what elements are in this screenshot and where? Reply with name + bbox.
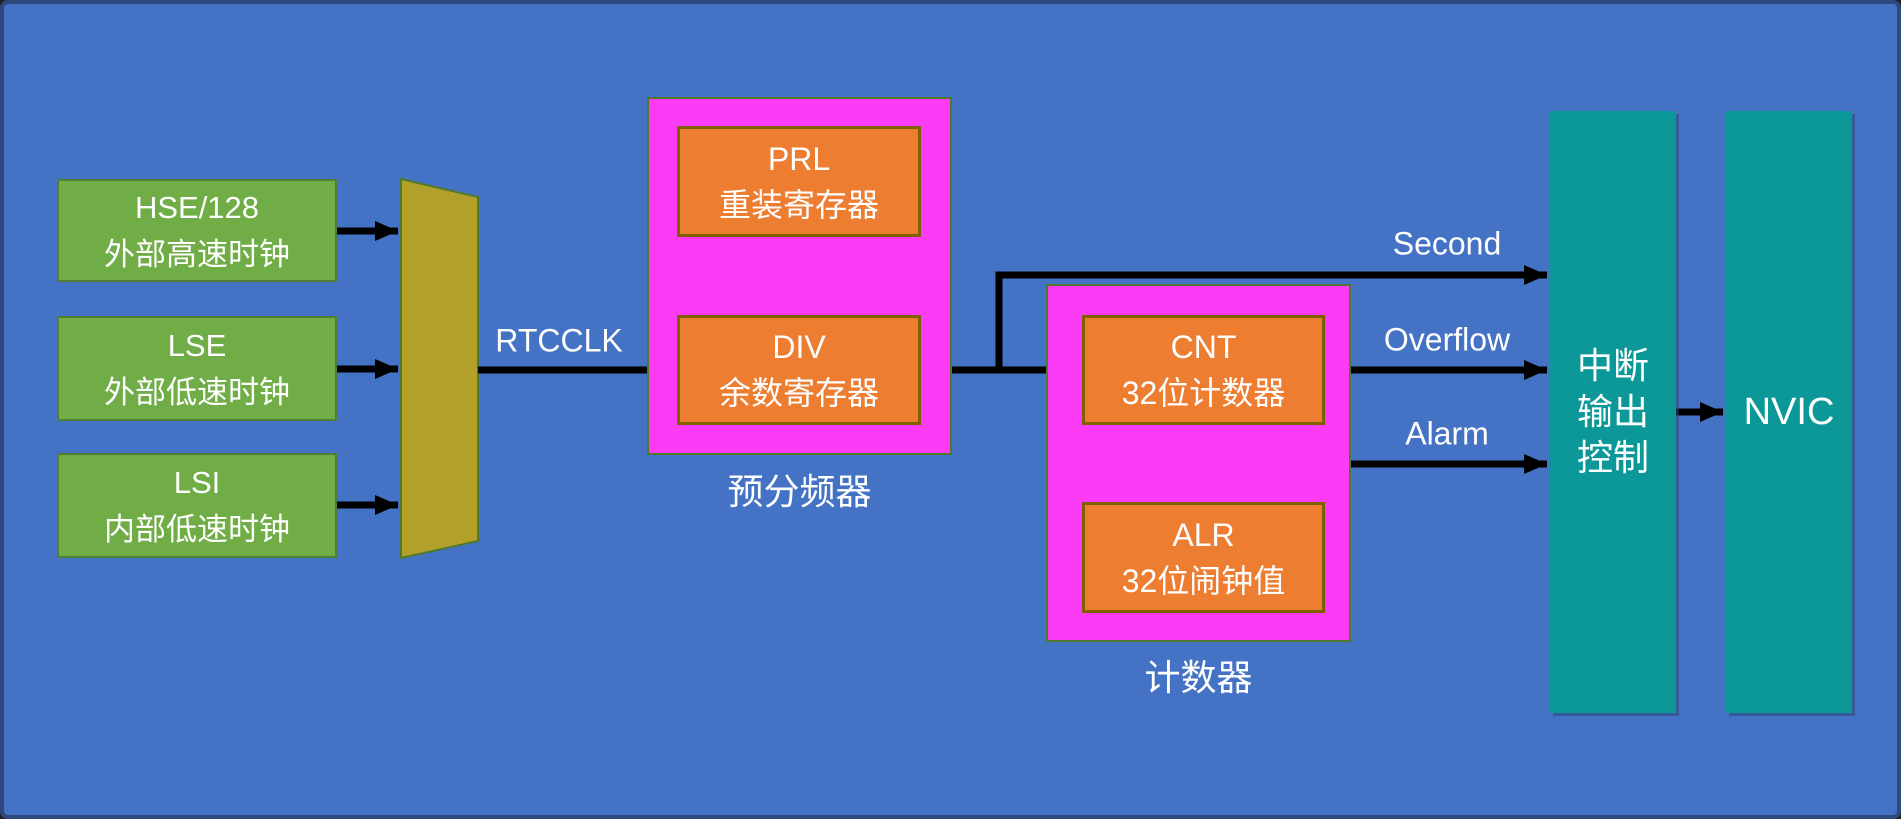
clock-source-hse-name: HSE/128 [134, 189, 260, 225]
interrupt-control-line2: 输出 [1576, 391, 1649, 432]
alr-register: ALR 32位闹钟值 [1082, 502, 1325, 613]
cnt-register: CNT 32位计数器 [1082, 315, 1325, 425]
prl-register: PRL 重装寄存器 [677, 126, 921, 237]
nvic-label: NVIC [1743, 391, 1835, 433]
interrupt-control-line3: 控制 [1576, 437, 1649, 478]
alarm-signal-label: Alarm [1405, 415, 1489, 452]
interrupt-output-control: 中断 输出 控制 [1550, 111, 1676, 713]
cnt-register-desc: 32位计数器 [1121, 375, 1286, 411]
div-register-name: DIV [772, 329, 826, 365]
clock-mux-trapezoid [400, 177, 479, 560]
clock-source-lse-desc: 外部低速时钟 [104, 374, 290, 410]
div-register: DIV 余数寄存器 [677, 315, 921, 425]
interrupt-control-line1: 中断 [1576, 345, 1649, 386]
prl-register-desc: 重装寄存器 [718, 186, 879, 223]
clock-source-hse: HSE/128 外部高速时钟 [57, 179, 337, 282]
nvic-block: NVIC [1726, 111, 1852, 713]
clock-source-lsi-name: LSI [173, 464, 221, 500]
alr-register-desc: 32位闹钟值 [1121, 562, 1286, 599]
clock-source-lse-name: LSE [167, 327, 227, 363]
counter-caption: 计数器 [1144, 657, 1253, 698]
clock-source-lsi: LSI 内部低速时钟 [57, 453, 337, 558]
overflow-signal-label: Overflow [1383, 321, 1511, 358]
div-register-desc: 余数寄存器 [718, 375, 879, 411]
clock-source-lsi-desc: 内部低速时钟 [104, 511, 290, 547]
second-signal-label: Second [1392, 225, 1502, 262]
clock-source-hse-desc: 外部高速时钟 [104, 236, 290, 272]
prescaler-caption: 预分频器 [727, 471, 872, 512]
clock-source-lse: LSE 外部低速时钟 [57, 316, 337, 421]
prl-register-name: PRL [767, 140, 831, 177]
arrow-second-signal [995, 265, 1547, 370]
alr-register-name: ALR [1172, 516, 1235, 553]
cnt-register-name: CNT [1170, 329, 1237, 365]
rtcclk-label: RTCCLK [495, 322, 623, 359]
